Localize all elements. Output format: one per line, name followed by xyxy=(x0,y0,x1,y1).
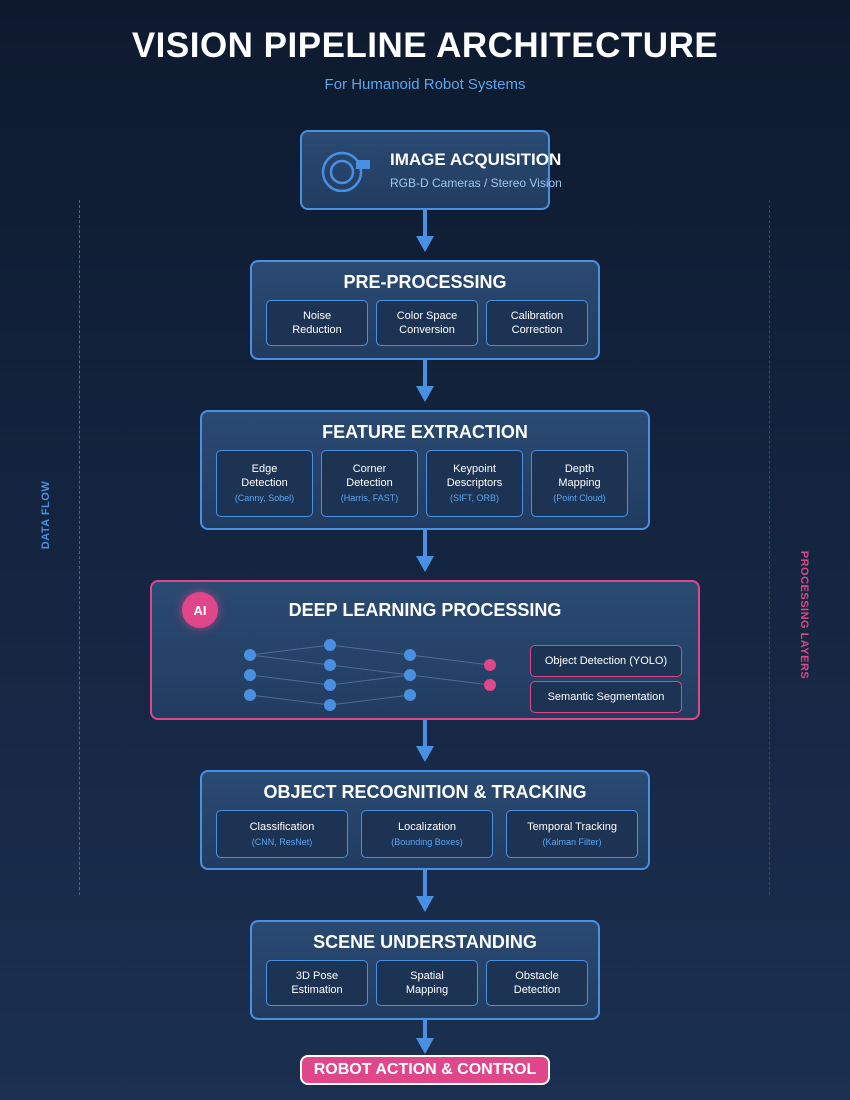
processing-layers-line xyxy=(769,200,770,895)
flow-arrow xyxy=(416,210,434,252)
camera-icon xyxy=(320,150,372,193)
data-flow-label: DATA FLOW xyxy=(40,480,52,550)
scene-understanding-stage: SCENE UNDERSTANDING 3D Pose Estimation S… xyxy=(250,920,600,1020)
input-node xyxy=(244,689,256,701)
corner-detection-step: Corner Detection (Harris, FAST) xyxy=(321,450,418,517)
keypoint-descriptors-step: Keypoint Descriptors (SIFT, ORB) xyxy=(426,450,523,517)
processing-layers-label: PROCESSING LAYERS xyxy=(798,550,810,680)
stage-title: DEEP LEARNING PROCESSING xyxy=(288,600,562,620)
stage-title: SCENE UNDERSTANDING xyxy=(313,932,537,952)
deep-learning-stage: DEEP LEARNING PROCESSING xyxy=(150,580,700,720)
page-subtitle: For Humanoid Robot Systems xyxy=(324,76,526,93)
robot-action-control-stage: ROBOT ACTION & CONTROL xyxy=(300,1055,550,1085)
pose-estimation-step: 3D Pose Estimation xyxy=(266,960,368,1006)
localization-step: Localization (Bounding Boxes) xyxy=(361,810,493,858)
calibration-correction-step: Calibration Correction xyxy=(486,300,588,346)
stage-title: FEATURE EXTRACTION xyxy=(322,422,528,442)
semantic-segmentation-output: Semantic Segmentation xyxy=(530,681,682,713)
stage-subtitle: RGB-D Cameras / Stereo Vision xyxy=(390,176,562,190)
pre-processing-stage: PRE-PROCESSING Noise Reduction Color Spa… xyxy=(250,260,600,360)
stage-title: OBJECT RECOGNITION & TRACKING xyxy=(263,782,587,802)
object-recognition-stage: OBJECT RECOGNITION & TRACKING Classifica… xyxy=(200,770,650,870)
input-node xyxy=(244,649,256,661)
hidden-node xyxy=(404,649,416,661)
output-node xyxy=(484,659,496,671)
flow-arrow xyxy=(416,870,434,912)
flow-arrow xyxy=(416,530,434,572)
flow-arrow xyxy=(416,1020,434,1054)
hidden-node xyxy=(324,659,336,671)
classification-step: Classification (CNN, ResNet) xyxy=(216,810,348,858)
data-flow-line xyxy=(79,200,80,895)
hidden-node xyxy=(404,689,416,701)
obstacle-detection-step: Obstacle Detection xyxy=(486,960,588,1006)
stage-title: PRE-PROCESSING xyxy=(343,272,507,292)
input-node xyxy=(244,669,256,681)
stage-title: IMAGE ACQUISITION xyxy=(390,150,562,169)
flow-arrow xyxy=(416,360,434,402)
output-node xyxy=(484,679,496,691)
hidden-node xyxy=(324,699,336,711)
image-acquisition-stage: IMAGE ACQUISITION RGB-D Cameras / Stereo… xyxy=(300,130,562,210)
hidden-node xyxy=(324,639,336,651)
hidden-node xyxy=(324,679,336,691)
object-detection-output: Object Detection (YOLO) xyxy=(530,645,682,677)
flow-arrow xyxy=(416,720,434,762)
page-title: VISION PIPELINE ARCHITECTURE xyxy=(131,26,719,65)
noise-reduction-step: Noise Reduction xyxy=(266,300,368,346)
ai-badge: AI xyxy=(182,592,218,628)
feature-extraction-stage: FEATURE EXTRACTION Edge Detection (Canny… xyxy=(200,410,650,530)
spatial-mapping-step: Spatial Mapping xyxy=(376,960,478,1006)
hidden-node xyxy=(404,669,416,681)
edge-detection-step: Edge Detection (Canny, Sobel) xyxy=(216,450,313,517)
neural-network-diagram xyxy=(244,639,496,711)
depth-mapping-step: Depth Mapping (Point Cloud) xyxy=(531,450,628,517)
color-space-conversion-step: Color Space Conversion xyxy=(376,300,478,346)
temporal-tracking-step: Temporal Tracking (Kalman Filter) xyxy=(506,810,638,858)
